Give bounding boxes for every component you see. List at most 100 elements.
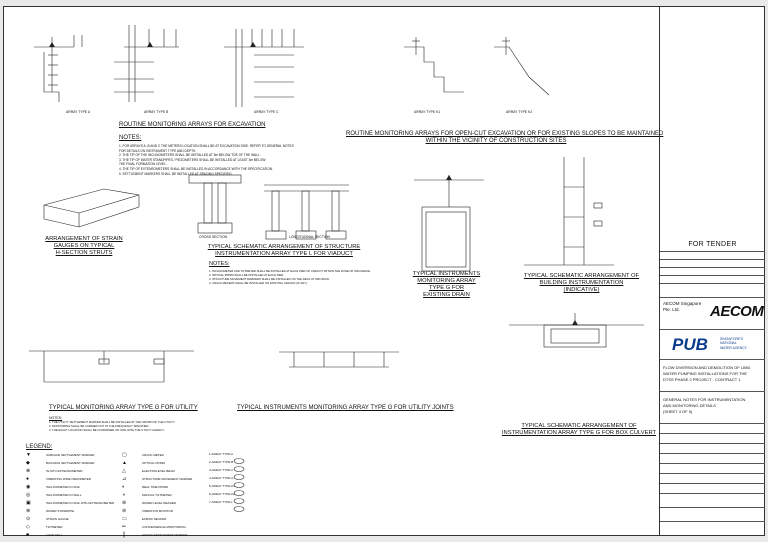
legend-symbol: ⊚ [122, 500, 127, 506]
tb-divider [660, 473, 765, 474]
notes-heading: NOTES: [119, 135, 142, 141]
legend-heading: LEGEND: [26, 444, 53, 450]
revision-row [660, 275, 765, 276]
legend-text: CONVERGENCE MONITORING [142, 525, 186, 529]
legend-symbol: ▼ [26, 452, 31, 458]
drawing-linework [29, 25, 644, 512]
tb-divider [660, 359, 765, 360]
legend-symbol: ▣ [26, 500, 31, 506]
revision-row [660, 267, 765, 268]
viaduct-title-line-1: TYPICAL SCHEMATIC ARRANGEMENT OF STRUCTU… [207, 244, 361, 250]
array-type-k1-label: ARRAY TYPE K1 [414, 110, 441, 114]
legend-array-text: 3-ARRAY TYPE C [209, 468, 234, 472]
legend-text: MANUAL TILTMETER [142, 493, 172, 497]
drain-title-line-2: MONITORING ARRAY [417, 278, 476, 284]
legend-text: OPTICAL PRISM [142, 461, 166, 465]
pub-tagline-line: WATER AGENCY [720, 345, 747, 350]
legend-symbol: ═ [122, 524, 126, 530]
legend-symbol: ◐ [122, 484, 126, 490]
notes-line: THE FINAL FORMATION LEVEL. [119, 162, 167, 167]
tb-divider [660, 507, 765, 508]
legend-symbol: ⊕ [26, 508, 31, 514]
viaduct-notes-line: 2. OPTICAL PRISM SHALL BE INSTALLED AT E… [209, 273, 285, 277]
legend-symbol: ◉ [26, 484, 31, 490]
legend-text: INCLINOMETER IN SOIL WITH EXTENSOMETER [46, 501, 115, 505]
legend-array-text: 5-ARRAY TYPE K1 [209, 484, 235, 488]
notes-line: 4. THE TIP OF EXTENSOMETERS SHALL BE INS… [119, 166, 273, 171]
tb-divider [660, 423, 765, 424]
viaduct-notes-line: 4. CRACK METERS SHALL BE INSTALLED ON EX… [209, 281, 308, 285]
legend-text: IN-SITU EXTENSOMETER [46, 469, 83, 473]
legend-text: STRUCTURE MOVEMENT MARKER [142, 477, 193, 481]
array-type-c-label: ARRAY TYPE C [254, 110, 279, 114]
longitudinal-section-label: LONGITUDINAL SECTION [289, 235, 330, 239]
project-title-line-2: WATER PUMPING INSTALLATIONS FOR THE [663, 371, 748, 376]
legend-text: VIBRATING WIRE PIEZOMETER [46, 477, 91, 481]
notes-line: 1. FOR ARRAYS A, B AND C THE METERS LOCA… [119, 144, 294, 148]
legend-symbol: ◎ [26, 492, 31, 498]
legend-text: INCLINOMETER IN WALL [46, 493, 82, 497]
tb-divider [660, 483, 765, 484]
revision-row [660, 259, 765, 260]
viaduct-notes-line: 3. STRUCTURE MOVEMENT MARKERS SHALL BE I… [209, 277, 330, 281]
pub-tagline: SINGAPORE'S NATIONAL WATER AGENCY [720, 337, 747, 350]
drain-title-line-4: EXISTING DRAIN [423, 292, 470, 298]
viaduct-title-line-2: INSTRUMENTATION ARRAY TYPE L FOR VIADUCT [215, 251, 353, 257]
box-culvert-title-line-1: TYPICAL SCHEMATIC ARRANGEMENT OF [521, 423, 637, 429]
legend-symbol: ║ [122, 532, 126, 538]
drawing-title-line-3: (SHEET 4 OF 5) [663, 409, 693, 414]
legend-text: LOAD CELL [46, 533, 63, 537]
notes-line: 3. THE TIP OF WATER STANDPIPES / PIEZOME… [119, 157, 266, 162]
for-tender-stamp: FOR TENDER [688, 241, 737, 248]
aecom-company-name-2: Pte. Ltd. [663, 307, 680, 312]
legend-symbol: ⊙ [26, 516, 31, 522]
strain-title-line-1: ARRANGEMENT OF STRAIN [45, 236, 123, 242]
legend-symbol: ⊗ [26, 468, 31, 474]
legend-symbol: ◇ [26, 524, 30, 530]
utility-notes-body: 1. THE UTILITY SETTLEMENT MARKER SHALL B… [49, 420, 175, 432]
aecom-company-name: AECOM Singapore [663, 301, 702, 306]
array-type-a-label: ARRAY TYPE A [66, 110, 91, 114]
array-type-b-label: ARRAY TYPE B [144, 110, 169, 114]
tb-divider [660, 443, 765, 444]
drawing-title-line-2: AND MONITORING DETAILS [663, 403, 716, 408]
aecom-logo: AECOM [710, 303, 764, 320]
viaduct-notes-heading: NOTES: [209, 261, 230, 267]
revision-row [660, 251, 765, 252]
viaduct-notes-line: 1. INCLINOMETER AND TILTMETER SHALL BE I… [209, 269, 371, 273]
notes-body: 1. FOR ARRAYS A, B AND C THE METERS LOCA… [119, 144, 294, 176]
pub-tagline-line: NATIONAL [720, 341, 737, 346]
building-title-line-2: BUILDING INSTRUMENTATION [539, 280, 624, 286]
utility-notes-line: 1. THE UTILITY SETTLEMENT MARKER SHALL B… [49, 420, 176, 424]
routine-open-cut-title: ROUTINE MONITORING ARRAYS FOR OPEN-CUT E… [346, 131, 663, 138]
legend-text: ELECTROLEVEL BEAM [142, 469, 175, 473]
pub-logo: PUB [672, 335, 708, 354]
tb-divider [660, 297, 765, 298]
strain-title-line-3: H-SECTION STRUTS [55, 250, 113, 256]
legend-text: TILTMETER [46, 525, 63, 529]
drawing-title-line-1: GENERAL NOTES FOR INSTRUMENTATION [663, 397, 746, 402]
legend-array-text: 1-ARRAY TYPE A [209, 452, 234, 456]
project-title-line-3: DTSS PHASE 2 PROJECT - CONTRACT 1 [663, 377, 741, 382]
legend-array-text: 6-ARRAY TYPE K2 [209, 492, 235, 496]
legend-text: VIBRATION MONITOR [142, 509, 173, 513]
drain-title-line-3: TYPE G FOR [428, 285, 465, 291]
legend-text: BUILDING SETTLEMENT MARKER [46, 461, 95, 465]
notes-line: 2. THE TIP OF THE INCLINOMETERS SHALL BE… [119, 153, 261, 158]
legend-text: WATER LEVEL READER [142, 501, 176, 505]
building-title-line-3: (INDICATIVE) [563, 287, 600, 293]
tb-divider [660, 453, 765, 454]
tb-divider [660, 391, 765, 392]
legend-text: CRACK METER [142, 453, 164, 457]
legend-symbol: ◆ [26, 460, 30, 466]
legend-text: INCLINOMETER IN SOIL [46, 485, 81, 489]
viaduct-notes-body: 1. INCLINOMETER AND TILTMETER SHALL BE I… [209, 269, 371, 285]
tb-divider [660, 493, 765, 494]
utility-notes-line: 3. THE EXACT LOCATION SHALL BE CONFIRMED… [49, 428, 165, 432]
legend-text: WATER STANDPIPE [46, 509, 75, 513]
tb-divider [660, 433, 765, 434]
tb-divider [660, 521, 765, 522]
routine-excavation-title: ROUTINE MONITORING ARRAYS FOR EXCAVATION [119, 122, 266, 128]
legend-symbol: ◑ [122, 492, 126, 498]
routine-open-cut-line-1: ROUTINE MONITORING ARRAYS FOR OPEN-CUT E… [346, 131, 664, 137]
